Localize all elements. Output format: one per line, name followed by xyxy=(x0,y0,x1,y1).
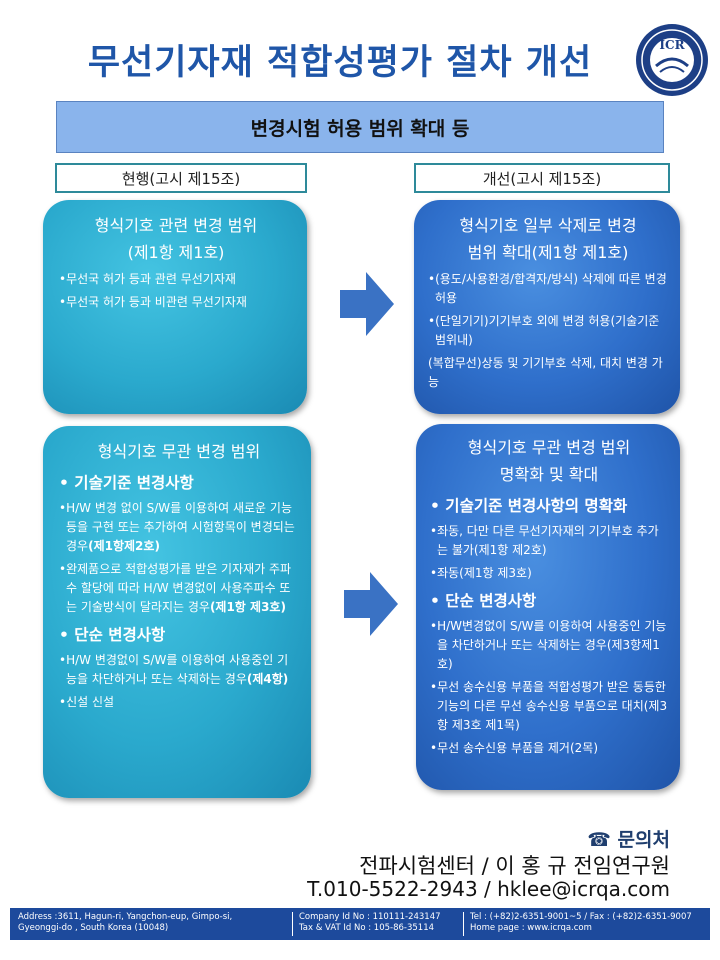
list-item: •좌동(제1항 제3호) xyxy=(430,566,532,580)
list-item: (복합무선)상동 및 기기부호 삭제, 대치 변경 가능 xyxy=(428,356,663,389)
page-title: 무선기자재 적합성평가 절차 개선 xyxy=(87,43,593,83)
list-item: •H/W 변경없이 S/W를 이용하여 사용중인 기능을 차단하거나 또는 삭제… xyxy=(59,653,289,686)
improved-type-code-card: 형식기호 일부 삭제로 변경 범위 확대(제1항 제1호) •(용도/사용환경/… xyxy=(414,200,680,414)
list-item: •신설 신설 xyxy=(59,695,115,709)
card-title: 형식기호 일부 삭제로 변경 xyxy=(459,216,637,235)
improved-unrelated-change-card: 형식기호 무관 변경 범위 명확화 및 확대 • 기술기준 변경사항의 명확화 … xyxy=(416,424,680,790)
card-title: 형식기호 관련 변경 범위 xyxy=(94,216,258,235)
current-column-label: 현행(고시 제15조) xyxy=(55,163,307,193)
section-heading: • 단순 변경사항 xyxy=(59,626,166,644)
homepage-link[interactable]: Home page : www.icrqa.com xyxy=(470,923,592,933)
list-item: •(용도/사용환경/합격자/방식) 삭제에 따른 변경 허용 xyxy=(428,272,667,305)
list-item: •(단일기기)기기부호 외에 변경 허용(기술기준범위내) xyxy=(428,314,660,347)
card-title: (제1항 제1호) xyxy=(127,243,225,262)
icr-logo: ICR xyxy=(636,24,708,96)
footer-divider xyxy=(463,912,464,936)
card-title: 명확화 및 확대 xyxy=(499,465,599,484)
contact-name: 전파시험센터 / 이 홍 규 전임연구원 xyxy=(359,854,670,878)
contact-label: ☎ 문의처 xyxy=(587,829,670,851)
list-item: •무선국 허가 등과 비관련 무선기자재 xyxy=(59,295,247,309)
list-item: •H/W변경없이 S/W를 이용하여 사용중인 기능을 차단하거나 또는 삭제하… xyxy=(430,619,667,671)
list-item: •무선 송수신용 부품을 적합성평가 받은 동등한 기능의 다른 무선 송수신용… xyxy=(430,680,668,732)
phone-icon: ☎ xyxy=(587,829,618,851)
card-title: 형식기호 무관 변경 범위 xyxy=(467,438,631,457)
arrow-right-icon xyxy=(344,572,398,636)
subtitle-bar: 변경시험 허용 범위 확대 등 xyxy=(56,101,664,153)
arrow-right-icon xyxy=(340,272,394,336)
section-heading: • 단순 변경사항 xyxy=(430,592,537,610)
list-item: •H/W 변경 없이 S/W를 이용하여 새로운 기능 등을 구현 또는 추가하… xyxy=(59,501,295,553)
current-type-code-card: 형식기호 관련 변경 범위 (제1항 제1호) •무선국 허가 등과 관련 무선… xyxy=(43,200,307,414)
list-item: •좌동, 다만 다른 무선기자재의 기기부호 추가는 불가(제1항 제2호) xyxy=(430,524,659,557)
footer-address: Address :3611, Hagun-ri, Yangchon-eup, G… xyxy=(18,912,233,933)
list-item: •무선 송수신용 부품을 제거(2목) xyxy=(430,741,599,755)
logo-text: ICR xyxy=(659,38,685,52)
footer-bar: Address :3611, Hagun-ri, Yangchon-eup, G… xyxy=(10,908,710,940)
improved-column-label: 개선(고시 제15조) xyxy=(414,163,670,193)
list-item: •완제품으로 적합성평가를 받은 기자재가 주파수 할당에 따라 H/W 변경없… xyxy=(59,562,292,614)
list-item: •무선국 허가 등과 관련 무선기자재 xyxy=(59,272,236,286)
subtitle-text: 변경시험 허용 범위 확대 등 xyxy=(250,117,470,140)
footer-divider xyxy=(292,912,293,936)
footer-company-ids: Company Id No : 110111-243147 Tax & VAT … xyxy=(299,912,441,933)
footer-contact: Tel : (+82)2-6351-9001~5 / Fax : (+82)2-… xyxy=(470,912,692,933)
current-unrelated-change-card: 형식기호 무관 변경 범위 • 기술기준 변경사항 •H/W 변경 없이 S/W… xyxy=(43,426,311,798)
card-title: 범위 확대(제1항 제1호) xyxy=(467,243,629,262)
section-heading: • 기술기준 변경사항의 명확화 xyxy=(430,497,628,515)
card-title: 형식기호 무관 변경 범위 xyxy=(97,442,261,461)
contact-tel[interactable]: T.010-5522-2943 / hklee@icrqa.com xyxy=(307,877,670,901)
section-heading: • 기술기준 변경사항 xyxy=(59,474,194,492)
